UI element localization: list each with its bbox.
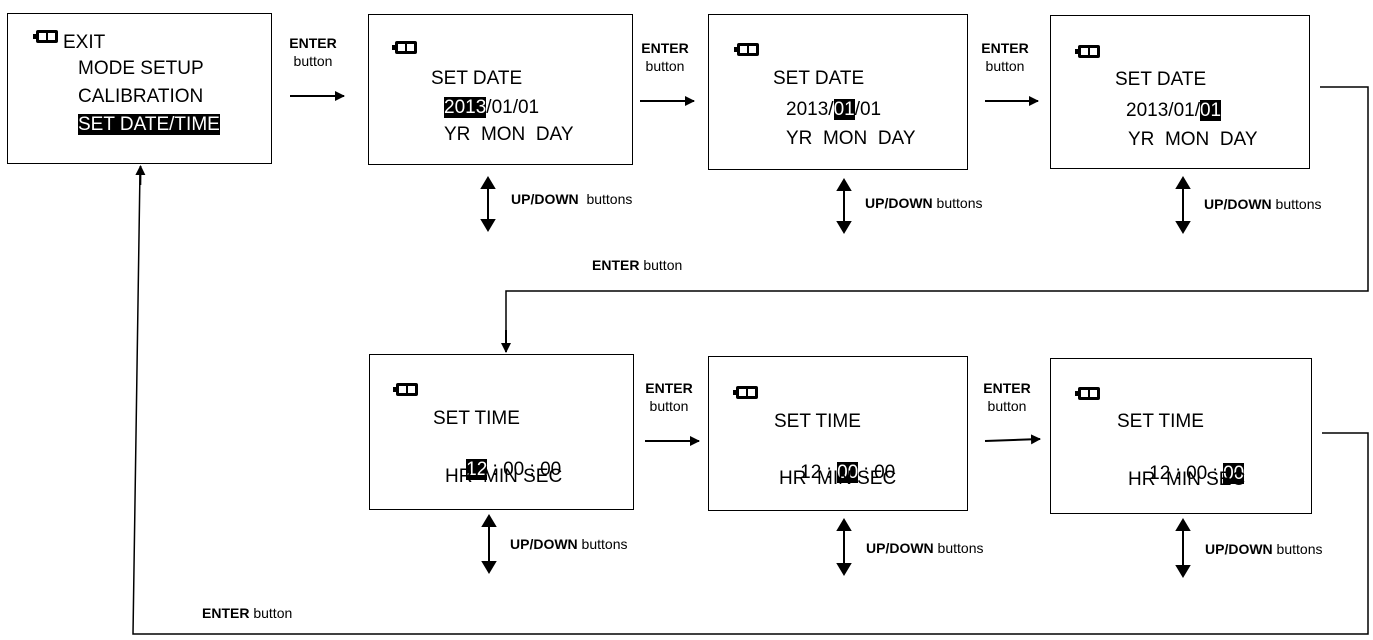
set-time-screen-second: SET TIME 12 : 00 : 00 HR MIN SEC [1050,358,1312,514]
time-value: 12 : 00 : 00 [466,459,562,480]
set-date-screen-month: SET DATE 2013/01/01 YR MON DAY [708,14,968,170]
set-time-screen-minute: SET TIME 12 : 00 : 00 HR MIN SEC [708,356,968,511]
updown-label-2: UP/DOWN buttons [865,195,983,211]
time-second: 00 [540,459,562,480]
set-date-screen-day: SET DATE 2013/01/01 YR MON DAY [1050,15,1310,169]
updown-label-4: UP/DOWN buttons [510,536,628,552]
screen-title: SET DATE [773,68,865,89]
connector-time-to-menu [132,169,1369,635]
battery-icon [1075,45,1100,58]
screen-title: SET DATE [1115,69,1207,90]
screen-title: SET TIME [1117,411,1204,432]
battery-icon [33,30,58,43]
date-value: 2013/01/01 [444,97,540,118]
screen-title: SET TIME [433,408,520,429]
time-value: 12 : 00 : 00 [1149,463,1245,484]
date-year: 2013 [786,99,829,120]
time-hour: 12 [800,462,822,483]
field-labels: YR MON DAY [1128,129,1258,150]
field-labels: YR MON DAY [444,124,574,145]
updown-label-1: UP/DOWN buttons [511,191,633,207]
updown-arrows [480,176,1191,578]
menu-item-set-date-time: SET DATE/TIME [78,114,220,135]
battery-icon [392,41,417,54]
date-value: 2013/01/01 [786,99,882,120]
time-minute: 00 [837,462,859,483]
field-labels: YR MON DAY [786,128,916,149]
updown-label-6: UP/DOWN buttons [1205,541,1323,557]
date-day: 01 [1199,100,1222,121]
field-labels: HR MIN SEC [779,468,897,489]
battery-icon [734,43,759,56]
time-second: 00 [1223,463,1245,484]
time-value: 12 : 00 : 00 [800,462,896,483]
set-time-screen-hour: SET TIME 12 : 00 : 00 HR MIN SEC [369,354,634,510]
menu-item-calibration: CALIBRATION [78,86,204,107]
set-date-screen-year: SET DATE 2013/01/01 YR MON DAY [368,14,633,165]
time-minute: 00 [503,459,525,480]
enter-label-time-to-menu: ENTER button [202,605,293,621]
field-labels: HR MIN SEC [445,466,563,487]
date-day: 01 [517,97,540,118]
battery-icon [1075,387,1100,400]
field-labels: HR MIN SEC [1128,469,1246,490]
screen-title: SET DATE [431,68,523,89]
updown-label-3: UP/DOWN buttons [1204,196,1322,212]
date-month: 01 [833,99,855,120]
updown-label-5: UP/DOWN buttons [866,540,984,556]
date-month: 01 [1173,100,1195,121]
time-second: 00 [874,462,896,483]
screen-title: SET TIME [774,411,861,432]
arrow-time2-to-time3 [984,434,1041,445]
connector-date-to-time [505,86,1369,350]
battery-icon [393,383,418,396]
enter-label-date-to-time: ENTER button [592,257,683,273]
time-hour: 12 [1149,463,1171,484]
date-value: 2013/01/01 [1126,100,1222,121]
date-month: 01 [491,97,513,118]
date-year: 2013 [444,97,487,118]
time-minute: 00 [1186,463,1208,484]
date-year: 2013 [1126,100,1169,121]
menu-item-exit: EXIT [63,32,106,53]
battery-icon [733,386,758,399]
date-day: 01 [859,99,882,120]
menu-screen: EXIT MODE SETUP CALIBRATION SET DATE/TIM… [7,13,272,164]
time-hour: 12 [466,459,488,480]
menu-item-mode-setup: MODE SETUP [78,58,204,79]
